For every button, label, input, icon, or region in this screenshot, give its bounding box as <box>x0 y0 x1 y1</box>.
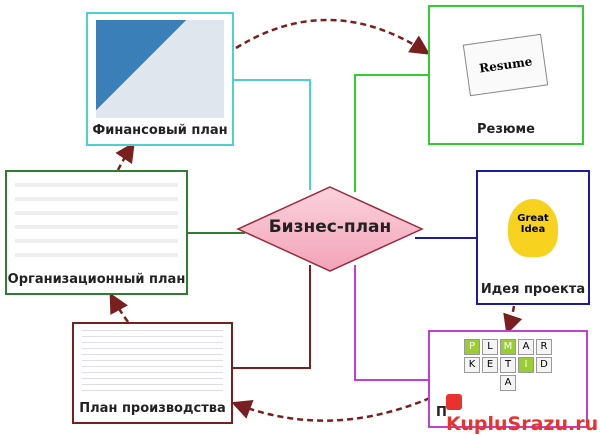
resume-label: Резюме <box>477 122 535 137</box>
org-node: Организационный план <box>5 170 188 295</box>
finance-node: Финансовый план <box>86 12 234 146</box>
tile: I <box>518 357 534 373</box>
tile: L <box>482 339 498 355</box>
resume-image: Resume <box>438 13 574 117</box>
marketing-connector <box>354 265 428 381</box>
tile: T <box>500 357 516 373</box>
central-label: Бизнес-план <box>268 217 392 237</box>
watermark-text: KupluSrazu.ru <box>446 413 599 435</box>
calculator-image <box>96 20 224 118</box>
org-chart-image <box>15 178 178 267</box>
production-node: План производства <box>72 322 233 424</box>
flow-idea-marketing <box>503 305 523 335</box>
resume-node: Resume Резюме <box>428 5 584 145</box>
flow-org-finance <box>115 141 135 171</box>
production-label: План производства <box>79 401 226 416</box>
lightbulb-icon: Great Idea <box>486 178 580 277</box>
diamond-shape <box>236 186 424 272</box>
finance-label: Финансовый план <box>92 123 228 138</box>
finance-connector <box>234 79 311 190</box>
central-node: Бизнес-план <box>236 185 424 273</box>
tile: R <box>536 339 552 355</box>
tile: P <box>464 339 480 355</box>
tile: K <box>464 357 480 373</box>
flow-finance-resume <box>235 18 431 55</box>
flow-production-org <box>109 292 130 323</box>
production-connector <box>233 265 311 369</box>
flow-marketing-production <box>231 396 431 422</box>
tile: A <box>500 375 516 391</box>
idea-node: Great Idea Идея проекта <box>476 170 590 305</box>
watermark: KupluSrazu.ru <box>446 391 600 435</box>
org-label: Организационный план <box>7 272 186 287</box>
resume-connector <box>354 74 428 192</box>
tile: A <box>518 339 534 355</box>
tile: M <box>500 339 516 355</box>
tile: E <box>482 357 498 373</box>
idea-label: Идея проекта <box>480 282 586 297</box>
marketing-label: П <box>436 405 447 420</box>
cart-icon <box>446 394 462 410</box>
gantt-chart-image <box>82 330 223 396</box>
tile: D <box>536 357 552 373</box>
